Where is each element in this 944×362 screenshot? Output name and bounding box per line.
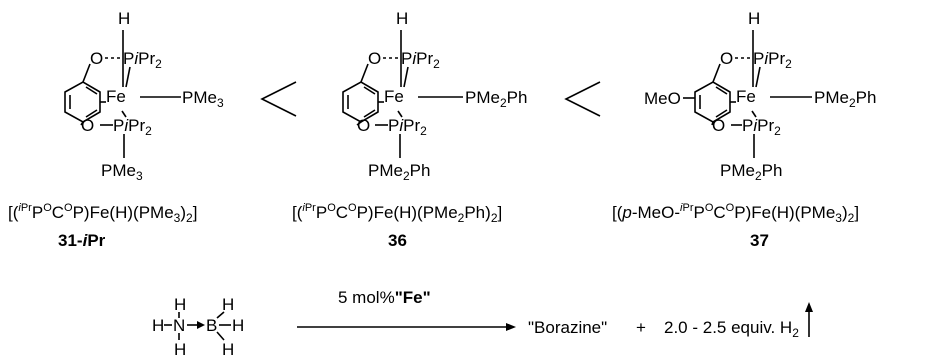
iron-label: Fe — [384, 87, 404, 106]
ligand-right-label: PMe2Ph — [465, 88, 527, 110]
reactant-n: N — [173, 316, 185, 335]
phosphorus-label-bottom: PiPr2 — [742, 116, 781, 138]
ring-o-bond — [712, 63, 721, 83]
phosphorus-label-bottom: PiPr2 — [388, 116, 427, 138]
oxygen-label-bottom: O — [81, 116, 94, 135]
iron-label: Fe — [106, 87, 126, 106]
oxygen-label-bottom: O — [712, 116, 725, 135]
byproduct-h2: 2.0 - 2.5 equiv. H2 — [664, 318, 799, 340]
oxygen-label-top: O — [90, 49, 103, 68]
p-fe-bond — [397, 110, 403, 118]
phosphorus-label-bottom: PiPr2 — [113, 116, 152, 138]
label-36: 36 — [388, 231, 407, 250]
reactant-h-bottom-b: H — [222, 340, 234, 359]
ring-double-bond — [715, 109, 728, 118]
ring-double-bond — [715, 86, 728, 95]
ring-double-bond — [363, 109, 376, 118]
reactant-h-left: H — [152, 316, 164, 335]
p-fe-bond — [751, 110, 757, 118]
reactant-b: B — [206, 316, 217, 335]
p-fe-bond — [125, 66, 131, 88]
reaction-equation: H H N H B H H H 5 mol%"Fe" "Borazine" + … — [152, 288, 813, 359]
p-fe-bond — [755, 66, 761, 88]
reactant-h-top-b: H — [222, 295, 234, 314]
hydride-label: H — [748, 9, 760, 28]
ring-double-bond — [363, 86, 376, 95]
less-than-symbol — [260, 81, 297, 117]
product-borazine: "Borazine" — [528, 318, 607, 337]
ring-double-bond — [85, 86, 98, 95]
reactant-h-bottom-n: H — [174, 340, 186, 359]
ring-o-bond — [711, 121, 714, 126]
ligand-bottom-label: PMe2Ph — [720, 161, 782, 183]
hydride-label: H — [118, 9, 130, 28]
hydride-label: H — [396, 9, 408, 28]
ring-o-bond — [80, 121, 84, 126]
complex-31-ipr: H O PiPr2 Fe O PiPr2 PMe3 PMe3 — [64, 9, 224, 183]
ring-o-bond — [82, 63, 91, 83]
label-37: 37 — [750, 231, 769, 250]
b-h-top-bond — [216, 311, 225, 319]
complex-37: MeO H O PiPr2 Fe O PiPr2 PMe2Ph PMe2Ph — [644, 9, 876, 183]
reactant-h-right: H — [232, 316, 244, 335]
oxygen-label-top: O — [368, 49, 381, 68]
formula-37: [(p-MeO-iPrPOCOP)Fe(H)(PMe3)2] — [612, 202, 859, 225]
formula-36: [(iPrPOCOP)Fe(H)(PMe2Ph)2] — [292, 202, 502, 225]
formula-31-ipr: [(iPrPOCOP)Fe(H)(PMe3)2] — [8, 202, 197, 225]
catalyst-label: 5 mol%"Fe" — [338, 288, 431, 307]
complex-36: H O PiPr2 Fe O PiPr2 PMe2Ph PMe2Ph — [342, 9, 527, 183]
b-h-bottom-bond — [216, 331, 225, 341]
ligand-bottom-label: PMe3 — [101, 161, 143, 183]
label-31-ipr: 31-iPr — [58, 231, 106, 250]
iron-label: Fe — [736, 87, 756, 106]
dative-arrowhead — [197, 321, 205, 329]
less-than-symbol — [564, 81, 601, 117]
ligand-right-label: PMe3 — [182, 88, 224, 110]
reaction-arrowhead — [506, 323, 516, 331]
plus-sign: + — [636, 318, 646, 337]
ring-o-bond — [360, 63, 369, 83]
phosphorus-label-top: PiPr2 — [401, 49, 440, 71]
p-fe-bond — [403, 66, 409, 88]
p-fe-bond — [121, 110, 127, 118]
oxygen-label-top: O — [720, 49, 733, 68]
ring-double-bond — [85, 109, 98, 118]
methoxy-label: MeO — [644, 89, 681, 108]
reactant-h-top-n: H — [174, 295, 186, 314]
phosphorus-label-top: PiPr2 — [123, 49, 162, 71]
ligand-bottom-label: PMe2Ph — [368, 161, 430, 183]
ligand-right-label: PMe2Ph — [814, 88, 876, 110]
oxygen-label-bottom: O — [357, 116, 370, 135]
ring-o-bond — [356, 121, 362, 126]
gas-evolution-arrowhead — [805, 302, 813, 312]
phosphorus-label-top: PiPr2 — [753, 49, 792, 71]
